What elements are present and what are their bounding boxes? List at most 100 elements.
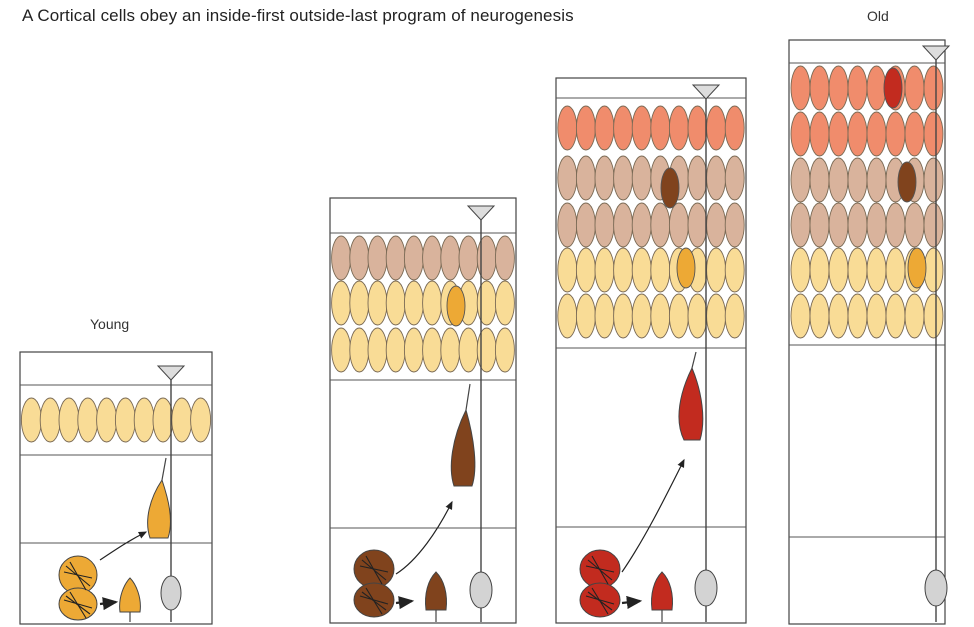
neuron-cell-gen2: [848, 158, 867, 202]
neuron-cell-gen1: [459, 328, 478, 372]
neuron-cell-gen1: [848, 248, 867, 292]
neuron-cell-gen1: [350, 281, 369, 325]
neuron-cell-gen2: [576, 156, 595, 200]
panel-old: [789, 40, 949, 624]
neuron-cell-gen3: [924, 66, 943, 110]
neuron-cell-gen3: [810, 112, 829, 156]
neuron-cell-gen1: [477, 328, 496, 372]
neuron-cell-gen1: [595, 248, 614, 292]
neuron-cell-gen1: [78, 398, 98, 442]
neuron-cell-gen3: [867, 112, 886, 156]
neuron-cell-gen1: [829, 294, 848, 338]
neuron-cell-gen2: [886, 203, 905, 247]
neuron-cell-gen2: [558, 156, 577, 200]
neuron-cell-gen2: [595, 156, 614, 200]
neuron-cell-gen3: [924, 112, 943, 156]
neuron-cell-gen1: [924, 248, 943, 292]
neuron-cell-gen1: [651, 294, 670, 338]
neuron-cell-gen3: [707, 106, 726, 150]
neuron-cell-gen1: [191, 398, 211, 442]
neuron-cell-gen1: [614, 248, 633, 292]
neuron-cell-gen1: [632, 248, 651, 292]
neuron-cell-gen2: [829, 158, 848, 202]
neuron-cell-gen2: [423, 236, 442, 280]
neuron-cell-gen3: [791, 112, 810, 156]
neuron-cell-gen1: [707, 294, 726, 338]
neuron-cell-gen3: [848, 112, 867, 156]
neuron-cell-gen2: [495, 236, 514, 280]
neuron-cell-gen1: [558, 248, 577, 292]
neuron-cell-gen1: [332, 281, 351, 325]
neuron-cell-gen3: [725, 106, 744, 150]
neuron-cell-gen1: [40, 398, 60, 442]
neuron-cell-gen2: [688, 156, 707, 200]
neuron-cell-gen3: [791, 66, 810, 110]
neuron-cell-gen1: [886, 294, 905, 338]
neuron-cell-gen1: [59, 398, 79, 442]
neuron-cell-gen2: [669, 203, 688, 247]
neuron-cell-gen1: [867, 248, 886, 292]
neuron-cell-gen1: [153, 398, 173, 442]
neuron-cell-gen1: [115, 398, 135, 442]
settled-neuron-highlight: [884, 68, 902, 108]
neuron-cell-gen1: [669, 294, 688, 338]
neuron-layers-gen1-gen2: [332, 236, 515, 372]
neuron-cell-gen2: [614, 203, 633, 247]
settled-neuron-highlight: [661, 168, 679, 208]
neuron-cell-gen3: [595, 106, 614, 150]
neuron-cell-gen3: [829, 66, 848, 110]
neuron-cell-gen1: [576, 294, 595, 338]
neuron-cell-gen3: [867, 66, 886, 110]
neuron-cell-gen1: [97, 398, 117, 442]
neuron-cell-gen2: [707, 156, 726, 200]
neuron-cell-gen2: [477, 236, 496, 280]
neuron-cell-gen2: [924, 203, 943, 247]
neuron-cell-gen3: [886, 112, 905, 156]
neuron-cell-gen2: [905, 203, 924, 247]
neuron-cell-gen2: [651, 203, 670, 247]
neuron-cell-gen1: [441, 328, 460, 372]
neuron-cell-gen1: [495, 281, 514, 325]
neuron-cell-gen3: [688, 106, 707, 150]
neuron-cell-gen2: [725, 156, 744, 200]
panel-stage-3: [556, 78, 746, 623]
neuron-cell-gen1: [848, 294, 867, 338]
neuron-cell-gen1: [404, 328, 423, 372]
neuron-cell-gen1: [651, 248, 670, 292]
neuron-cell-gen2: [848, 203, 867, 247]
neuron-cell-gen1: [495, 328, 514, 372]
neuron-cell-gen1: [386, 328, 405, 372]
neuron-cell-gen1: [595, 294, 614, 338]
neuron-cell-gen2: [576, 203, 595, 247]
settled-neuron-highlight: [908, 248, 926, 288]
neuron-cell-gen2: [867, 203, 886, 247]
neuron-cell-gen3: [576, 106, 595, 150]
panel-young-frame: [20, 352, 212, 624]
neuron-cell-gen1: [725, 294, 744, 338]
neuron-cell-gen1: [404, 281, 423, 325]
neuron-cell-gen1: [810, 248, 829, 292]
neuron-cell-gen1: [886, 248, 905, 292]
neuron-cell-gen1: [576, 248, 595, 292]
neuron-cell-gen3: [669, 106, 688, 150]
neuron-cell-gen2: [459, 236, 478, 280]
neuron-cell-gen2: [350, 236, 369, 280]
neuron-cell-gen1: [134, 398, 154, 442]
neuron-cell-gen2: [791, 203, 810, 247]
neuron-cell-gen2: [332, 236, 351, 280]
neuron-cell-gen1: [332, 328, 351, 372]
panel-stage-2: [330, 198, 516, 623]
neuron-cell-gen3: [558, 106, 577, 150]
neuron-cell-gen1: [707, 248, 726, 292]
neuron-cell-gen1: [725, 248, 744, 292]
neuron-cell-gen3: [810, 66, 829, 110]
neuron-cell-gen1: [386, 281, 405, 325]
neuron-cell-gen2: [558, 203, 577, 247]
neuron-cell-gen2: [368, 236, 387, 280]
neuron-cell-gen1: [172, 398, 192, 442]
neuron-cell-gen1: [632, 294, 651, 338]
neuron-cell-gen2: [404, 236, 423, 280]
neuron-cell-gen2: [829, 203, 848, 247]
settled-neuron-highlight: [898, 162, 916, 202]
